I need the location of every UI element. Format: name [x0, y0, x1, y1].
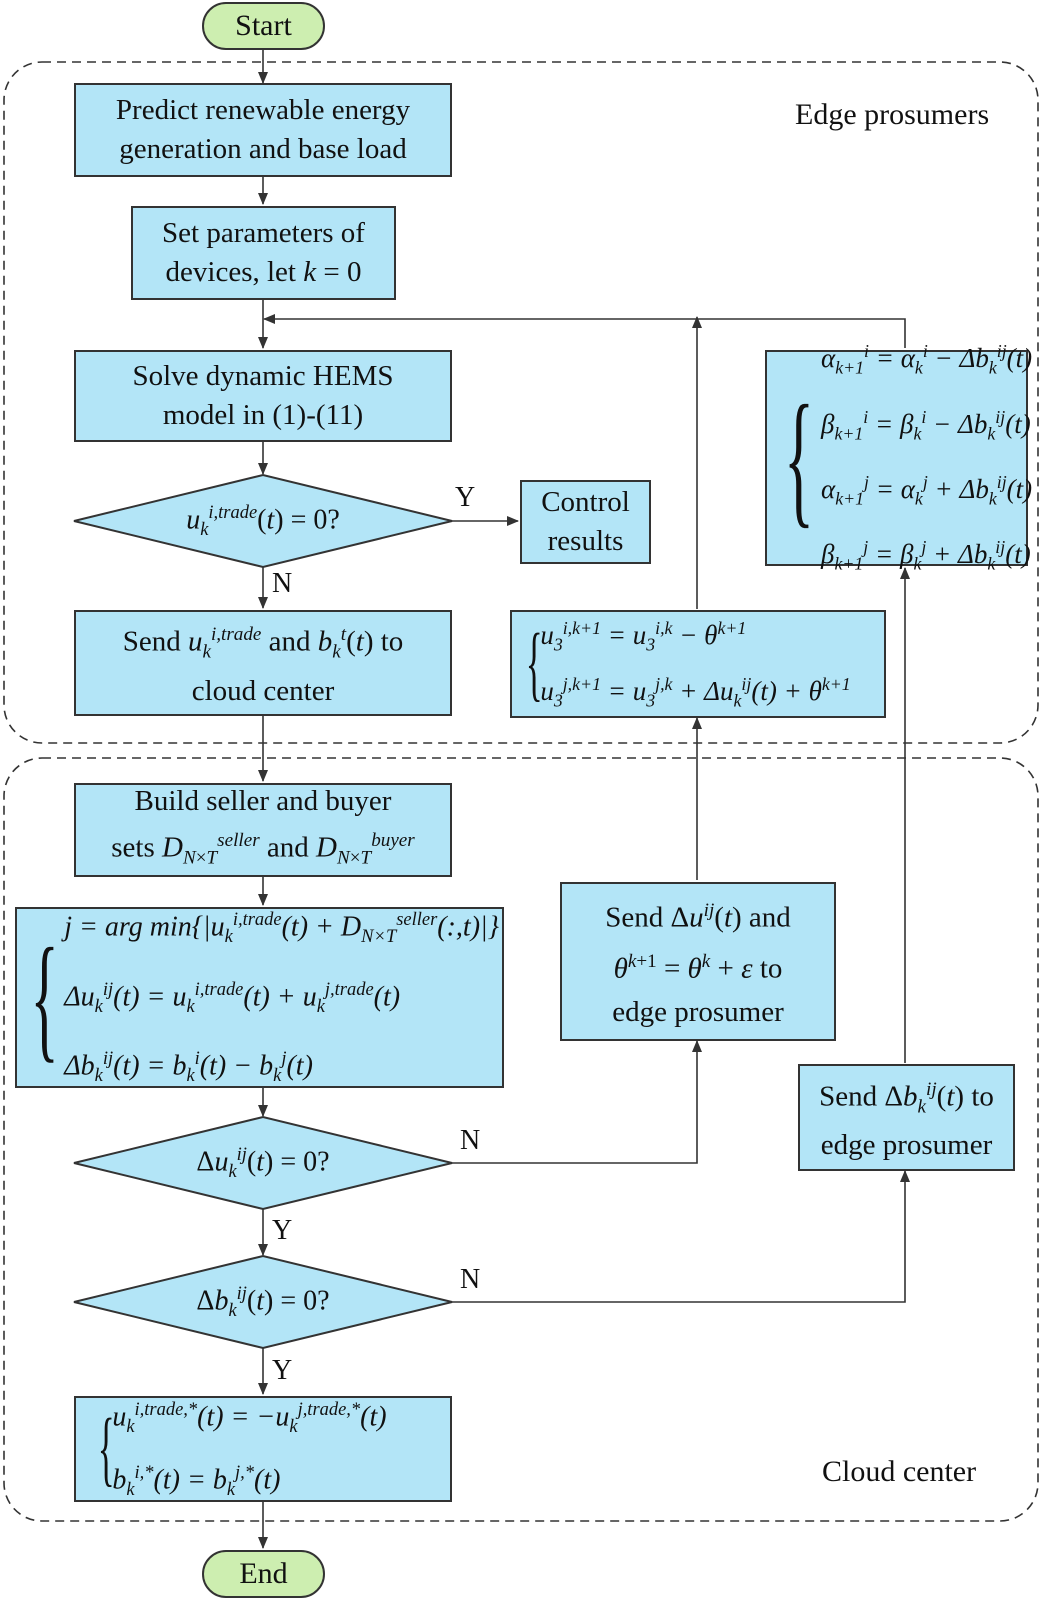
build-sets-line-1: Build seller and buyer: [134, 785, 392, 818]
solve-line-1: Solve dynamic HEMS: [132, 360, 394, 392]
control-results-box: Control results: [520, 480, 651, 564]
control-line-1: Control: [541, 486, 630, 518]
send-du-box: Send Δuij(t) and θk+1 = θk + ε to edge p…: [560, 882, 836, 1041]
edge-db-senddb: [452, 1170, 910, 1303]
label-n2: N: [460, 1125, 481, 1156]
send-du-line-2: θk+1 = θk + ε to: [613, 950, 783, 985]
edge-updateab-loop: [263, 314, 906, 348]
update-u-box: { u3i,k+1 = u3i,k − θk+1 u3j,k+1 = u3j,k…: [510, 610, 886, 718]
set-params-line-2: devices, let k = 0: [165, 256, 362, 288]
send-db-line-1: Send Δbkij(t) to: [819, 1078, 994, 1118]
set-params-box: Set parameters of devices, let k = 0: [131, 206, 396, 300]
end-terminal: End: [202, 1550, 325, 1598]
decision-trade-text: uki,trade(t) = 0?: [186, 502, 340, 539]
set-params-line-1: Set parameters of: [162, 217, 365, 249]
label-y3: Y: [272, 1355, 293, 1386]
send-du-line-1: Send Δuij(t) and: [605, 899, 791, 934]
update-ab-line-4: βk+1j = βkj + Δbkij(t): [821, 537, 1031, 574]
update-ab-line-1: αk+1i = αki − Δbkij(t): [821, 341, 1033, 378]
match-line-1: j = arg min{|uki,trade(t) + DN×Tseller(:…: [64, 908, 499, 946]
solve-box: Solve dynamic HEMS model in (1)-(11): [74, 350, 452, 442]
label-n1: N: [272, 568, 293, 599]
match-line-2: Δukij(t) = uki,trade(t) + ukj,trade(t): [64, 978, 401, 1016]
cloud-region-label: Cloud center: [822, 1455, 977, 1488]
label-y2: Y: [272, 1215, 293, 1246]
predict-box: Predict renewable energy generation and …: [74, 83, 452, 177]
update-u-line-1: u3i,k+1 = u3i,k − θk+1: [540, 617, 747, 654]
update-ab-box: { αk+1i = αki − Δbkij(t) βk+1i = βki − Δ…: [765, 341, 1032, 574]
start-label: Start: [235, 9, 292, 42]
edge-region-outline: [3, 61, 1039, 744]
update-ab-line-2: βk+1i = βki − Δbkij(t): [821, 406, 1031, 443]
send-db-box: Send Δbkij(t) to edge prosumer: [798, 1064, 1015, 1171]
predict-line-2: generation and base load: [119, 133, 407, 165]
brace-symbol: {: [97, 1402, 115, 1495]
brace-symbol: {: [525, 617, 543, 710]
control-line-2: results: [547, 525, 624, 557]
build-sets-line-2: sets DN×Tseller and DN×Tbuyer: [111, 830, 415, 869]
update-u-line-2: u3j,k+1 = u3j,k + Δukij(t) + θk+1: [540, 674, 851, 711]
decision-du-text: Δukij(t) = 0?: [196, 1144, 330, 1181]
send-du-line-3: edge prosumer: [612, 996, 784, 1029]
final-line-2: bki,*(t) = bkj,*(t): [112, 1462, 281, 1499]
send-db-line-2: edge prosumer: [820, 1129, 993, 1162]
update-ab-line-3: αk+1j = αkj + Δbkij(t): [821, 472, 1033, 509]
cloud-region-outline: [3, 757, 1039, 1522]
edge-region-label: Edge prosumers: [795, 98, 990, 131]
end-label: End: [239, 1557, 288, 1590]
send-cloud-line-2: cloud center: [191, 674, 335, 707]
decision-db-text: Δbkij(t) = 0?: [196, 1283, 330, 1320]
send-cloud-box: Send uki,trade and bkt(t) to cloud cente…: [74, 610, 452, 716]
send-cloud-line-1: Send uki,trade and bkt(t) to: [122, 624, 404, 663]
label-n3: N: [460, 1264, 481, 1295]
final-line-1: uki,trade,*(t) = −ukj,trade,*(t): [112, 1399, 387, 1436]
match-line-3: Δbkij(t) = bki(t) − bkj(t): [64, 1048, 313, 1086]
label-y1: Y: [455, 482, 476, 513]
start-terminal: Start: [202, 2, 325, 50]
build-sets-box: Build seller and buyer sets DN×Tseller a…: [74, 783, 452, 877]
match-box: { j = arg min{|uki,trade(t) + DN×Tseller…: [15, 907, 504, 1088]
brace-symbol: {: [783, 375, 815, 541]
predict-line-1: Predict renewable energy: [115, 94, 411, 126]
solve-line-2: model in (1)-(11): [162, 399, 364, 431]
final-box: { uki,trade,*(t) = −ukj,trade,*(t) bki,*…: [74, 1396, 452, 1502]
brace-symbol: {: [30, 919, 59, 1075]
edge-du-senddu: [452, 1040, 702, 1164]
